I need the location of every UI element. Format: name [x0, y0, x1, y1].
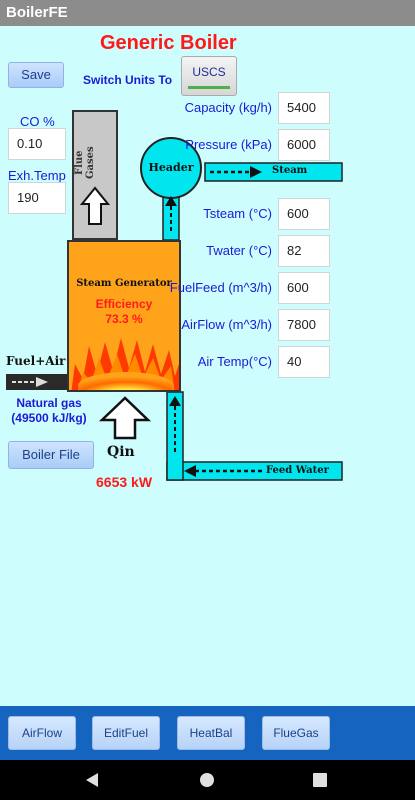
heatbal-button[interactable]: HeatBal: [177, 716, 245, 750]
exh-temp-label: Exh.Temp: [8, 168, 66, 183]
twater-input[interactable]: 82: [278, 235, 330, 267]
riser-up-arrow: [165, 196, 177, 206]
home-icon: [200, 773, 214, 787]
units-toggle-indicator: [188, 86, 230, 89]
steam-label: Steam: [272, 165, 308, 176]
flame-icon: [71, 338, 179, 390]
recents-button[interactable]: [300, 760, 340, 800]
back-button[interactable]: [72, 760, 112, 800]
fuel-name: Natural gas: [16, 396, 82, 410]
fuelfeed-input[interactable]: 600: [278, 272, 330, 304]
feed-water-arrow: [184, 465, 196, 477]
boiler-file-button[interactable]: Boiler File: [8, 441, 94, 469]
steam-generator: Steam Generator Efficiency 73.3 %: [67, 240, 181, 392]
efficiency-value: 73.3 %: [105, 312, 143, 326]
steam-generator-label: Steam Generator: [76, 278, 172, 289]
recents-icon: [313, 773, 327, 787]
co-input[interactable]: 0.10: [8, 128, 66, 160]
feed-water-label: Feed Water: [266, 465, 329, 476]
qin-label: Qin: [107, 444, 135, 460]
bottom-toolbar: AirFlow EditFuel HeatBal FlueGas: [0, 706, 415, 760]
airflow-input[interactable]: 7800: [278, 309, 330, 341]
steam-pipe: [204, 162, 343, 182]
airflow-label: AirFlow (m^3/h): [181, 317, 272, 332]
tsteam-input[interactable]: 600: [278, 198, 330, 230]
units-toggle-label: USCS: [192, 65, 226, 79]
home-button[interactable]: [187, 760, 227, 800]
fuelfeed-label: FuelFeed (m^3/h): [169, 280, 272, 295]
capacity-input[interactable]: 5400: [278, 92, 330, 124]
system-nav-bar: [0, 760, 415, 800]
window-title: BoilerFE: [0, 0, 415, 26]
save-button[interactable]: Save: [8, 62, 64, 88]
capacity-label: Capacity (kg/h): [184, 100, 272, 115]
editfuel-button[interactable]: EditFuel: [92, 716, 160, 750]
pressure-input[interactable]: 6000: [278, 129, 330, 161]
co-label: CO %: [20, 114, 55, 129]
efficiency-label: Efficiency: [95, 297, 153, 311]
pressure-label: Pressure (kPa): [185, 137, 272, 152]
airtemp-label: Air Temp(°C): [197, 354, 272, 369]
fuel-heating-value: (49500 kJ/kg): [11, 411, 87, 425]
tsteam-label: Tsteam (°C): [203, 206, 272, 221]
fluegas-button[interactable]: FlueGas: [262, 716, 330, 750]
switch-units-label: Switch Units To: [83, 73, 173, 87]
steam-arrow: [250, 166, 262, 178]
qin-arrow: [98, 396, 152, 440]
airtemp-input[interactable]: 40: [278, 346, 330, 378]
units-toggle-button[interactable]: USCS: [181, 56, 237, 96]
page-title: Generic Boiler: [100, 32, 237, 54]
flue-arrow-overlay: [79, 186, 111, 225]
exh-temp-input[interactable]: 190: [8, 182, 66, 214]
fuel-air-label: Fuel+Air: [6, 354, 66, 368]
system-nav-icons: [86, 773, 327, 787]
back-icon: [86, 773, 98, 787]
twater-label: Twater (°C): [206, 243, 272, 258]
airflow-button[interactable]: AirFlow: [8, 716, 76, 750]
qin-value: 6653 kW: [96, 474, 153, 490]
header-label: Header: [148, 161, 194, 174]
flue-gases-label: Flue Gases: [74, 146, 96, 180]
